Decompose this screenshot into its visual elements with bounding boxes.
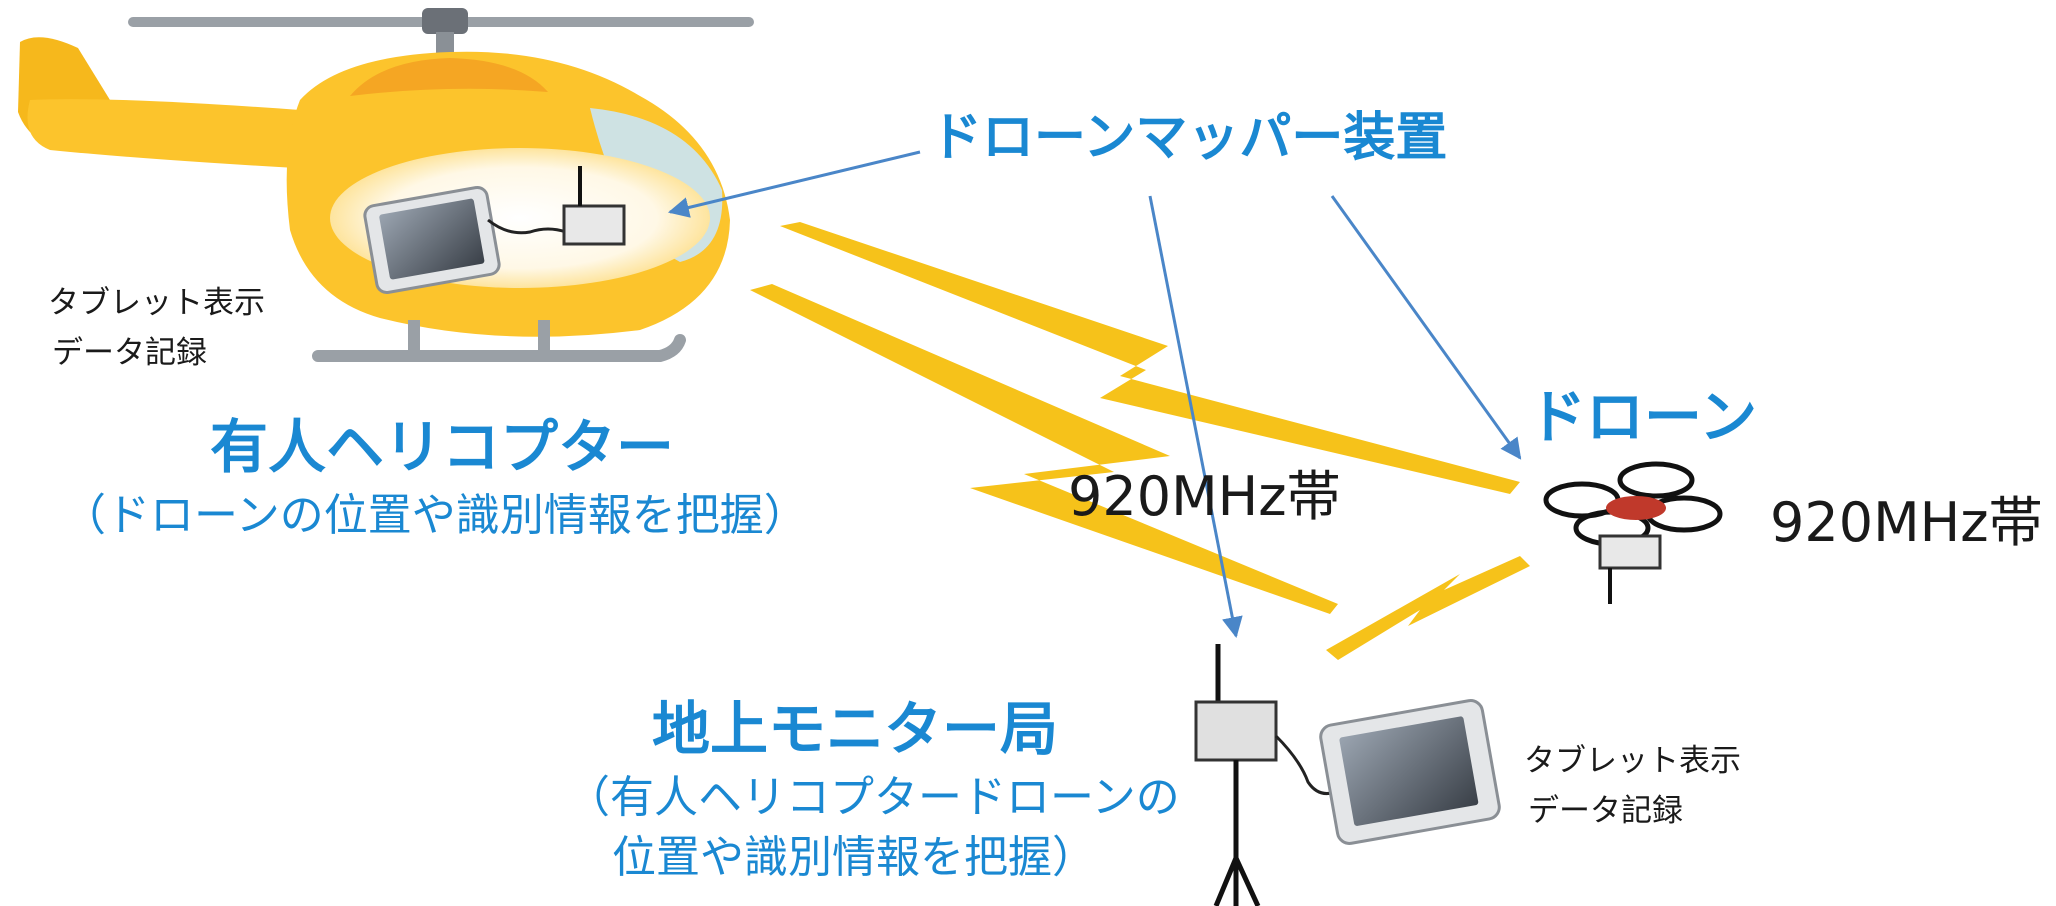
lightning-signal-icon — [780, 222, 1520, 494]
helicopter-subtitle: （ドローンの位置や識別情報を把握） — [62, 490, 808, 541]
skid-strut-left — [408, 320, 420, 358]
tablet-icon — [1319, 699, 1501, 845]
drone-title: ドローン — [1528, 383, 1758, 451]
helicopter-tablet-label-line1: タブレット表示 — [48, 285, 265, 321]
lightning-signal-icon — [1326, 556, 1530, 660]
helicopter-title: 有人ヘリコプター — [210, 413, 675, 481]
drone-icon — [1543, 461, 1723, 604]
frequency-band-label: 920MHz帯 — [1770, 491, 2043, 554]
landing-skid — [312, 334, 686, 362]
radio-transceiver-icon — [562, 166, 626, 246]
ground-station-subtitle-line1: （有人ヘリコプタードローンの — [566, 772, 1180, 823]
frequency-band-label: 920MHz帯 — [1068, 465, 1341, 528]
arrow-icon — [1148, 195, 1243, 639]
tail-boom — [27, 99, 330, 170]
engine-cowling — [350, 58, 548, 96]
device-label: ドローンマッパー装置 — [930, 108, 1448, 168]
rotor-hub — [422, 8, 468, 34]
lightning-signal-icon — [750, 284, 1338, 614]
ground-tablet-label-line2: データ記録 — [1528, 793, 1683, 829]
antenna-tripod-icon — [1194, 644, 1278, 906]
cable — [487, 218, 567, 235]
arrow-icon — [1330, 195, 1522, 460]
tablet-icon — [363, 185, 501, 295]
helicopter-icon — [18, 8, 754, 362]
arrow-icon — [667, 150, 921, 218]
skid-strut-right — [538, 320, 550, 358]
ground-station-title: 地上モニター局 — [652, 695, 1059, 763]
ground-station-subtitle-line2: 位置や識別情報を把握） — [612, 832, 1096, 883]
ground-tablet-label-line1: タブレット表示 — [1524, 743, 1741, 779]
helicopter-tablet-label-line2: データ記録 — [52, 335, 207, 371]
